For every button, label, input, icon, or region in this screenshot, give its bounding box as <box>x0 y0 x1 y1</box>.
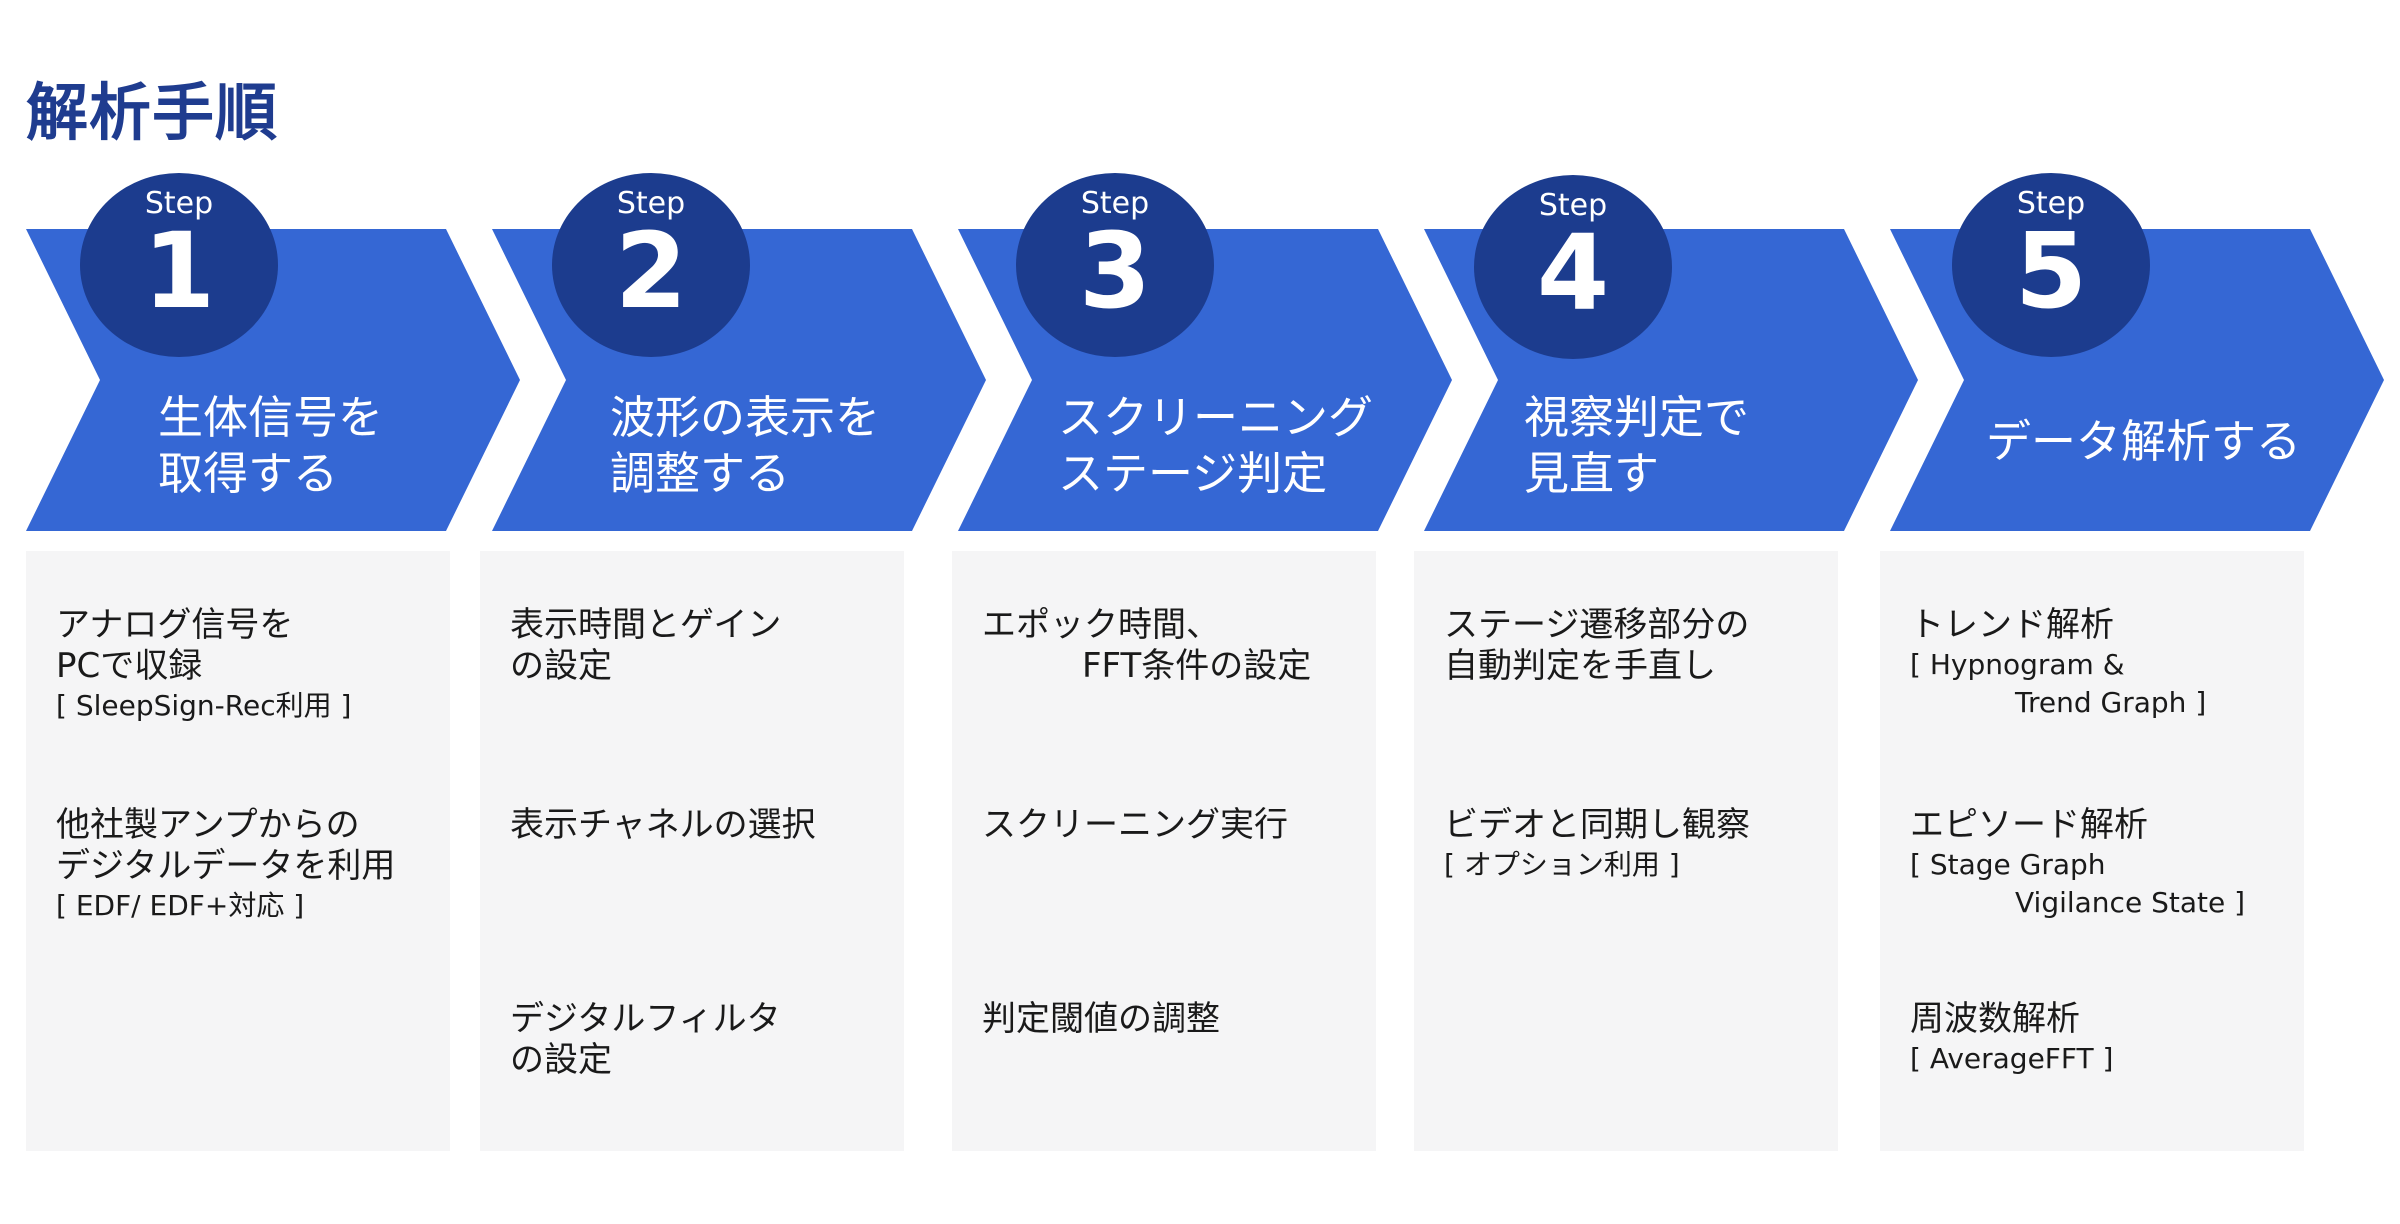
step-3-heading: スクリーニング ステージ判定 <box>1058 390 1373 502</box>
panel-item: デジタルフィルタ の設定 <box>510 999 894 1081</box>
panel-item: 判定閾値の調整 <box>982 999 1366 1040</box>
panel-item: エピソード解析 [ Stage Graph Vigilance State ] <box>1910 805 2294 922</box>
panel-item: トレンド解析 [ Hypnogram & Trend Graph ] <box>1910 605 2294 722</box>
panel-item: 他社製アンプからの デジタルデータを利用 [ EDF/ EDF+対応 ] <box>56 805 440 925</box>
item-line: 自動判定を手直し <box>1444 646 1716 686</box>
heading-line: 生体信号を <box>158 391 384 444</box>
panel-item: スクリーニング実行 <box>982 805 1366 846</box>
item-note: [ オプション利用 ] <box>1444 848 1680 881</box>
panel-item: ビデオと同期し観察 [ オプション利用 ] <box>1444 805 1828 884</box>
heading-line: 調整する <box>610 447 791 500</box>
step-label: Step <box>1538 188 1608 223</box>
step-number: 4 <box>1536 212 1610 334</box>
panel-item: エポック時間、 FFT条件の設定 <box>982 605 1366 687</box>
item-note: Vigilance State ] <box>2015 886 2246 919</box>
step-label: Step <box>2016 186 2086 221</box>
step-2-badge: Step 2 <box>552 173 750 357</box>
item-line: の設定 <box>510 1040 612 1080</box>
item-line: 他社製アンプからの <box>56 805 360 845</box>
item-line: エピソード解析 <box>1910 805 2148 845</box>
panel-item: 表示チャネルの選択 <box>510 805 894 846</box>
step-1-heading: 生体信号を 取得する <box>158 390 383 502</box>
heading-line: スクリーニング <box>1058 391 1374 444</box>
item-note: [ Hypnogram & <box>1910 648 2125 681</box>
step-label: Step <box>144 186 214 221</box>
step-4-badge: Step 4 <box>1474 175 1672 359</box>
item-note: Trend Graph ] <box>2015 686 2207 719</box>
item-line: 表示チャネルの選択 <box>510 805 816 845</box>
item-note: [ SleepSign-Rec利用 ] <box>56 689 352 722</box>
item-line: デジタルデータを利用 <box>56 846 396 886</box>
step-number: 1 <box>142 210 216 332</box>
item-line: の設定 <box>510 646 612 686</box>
panel-item: ステージ遷移部分の 自動判定を手直し <box>1444 605 1828 687</box>
heading-line: データ解析する <box>1986 415 2302 468</box>
item-line: トレンド解析 <box>1910 605 2114 645</box>
item-line: PCで収録 <box>56 646 203 686</box>
step-number: 2 <box>614 210 688 332</box>
step-5-heading: データ解析する <box>1986 414 2301 470</box>
item-line: ビデオと同期し観察 <box>1444 805 1750 845</box>
item-line: アナログ信号を <box>56 605 294 645</box>
step-3-badge: Step 3 <box>1016 173 1214 357</box>
panel-item: アナログ信号を PCで収録 [ SleepSign-Rec利用 ] <box>56 605 440 725</box>
step-label: Step <box>616 186 686 221</box>
step-5-badge: Step 5 <box>1952 173 2150 357</box>
heading-line: 見直す <box>1524 447 1660 500</box>
step-3-panel: エポック時間、 FFT条件の設定 スクリーニング実行 判定閾値の調整 <box>952 551 1376 1151</box>
step-5-panel: トレンド解析 [ Hypnogram & Trend Graph ] エピソード… <box>1880 551 2304 1151</box>
step-1-badge: Step 1 <box>80 173 278 357</box>
item-line: デジタルフィルタ <box>510 999 781 1039</box>
item-line: 表示時間とゲイン <box>510 605 782 645</box>
item-note: [ AverageFFT ] <box>1910 1042 2114 1075</box>
item-line: FFT条件の設定 <box>1082 646 1312 686</box>
item-line: 周波数解析 <box>1910 999 2080 1039</box>
item-line: ステージ遷移部分の <box>1444 605 1750 645</box>
page-title: 解析手順 <box>26 76 279 149</box>
heading-line: 波形の表示を <box>610 391 881 444</box>
step-1-panel: アナログ信号を PCで収録 [ SleepSign-Rec利用 ] 他社製アンプ… <box>26 551 450 1151</box>
step-4-heading: 視察判定で 見直す <box>1524 390 1749 502</box>
item-line: 判定閾値の調整 <box>982 999 1220 1039</box>
panel-item: 周波数解析 [ AverageFFT ] <box>1910 999 2294 1078</box>
panel-item: 表示時間とゲイン の設定 <box>510 605 894 687</box>
item-line: スクリーニング実行 <box>982 805 1288 845</box>
item-note: [ Stage Graph <box>1910 848 2106 881</box>
step-4-panel: ステージ遷移部分の 自動判定を手直し ビデオと同期し観察 [ オプション利用 ] <box>1414 551 1838 1151</box>
heading-line: ステージ判定 <box>1058 447 1328 500</box>
step-label: Step <box>1080 186 1150 221</box>
step-2-heading: 波形の表示を 調整する <box>610 390 880 502</box>
heading-line: 取得する <box>158 447 339 500</box>
step-2-panel: 表示時間とゲイン の設定 表示チャネルの選択 デジタルフィルタ の設定 <box>480 551 904 1151</box>
heading-line: 視察判定で <box>1524 391 1750 444</box>
step-number: 5 <box>2014 210 2088 332</box>
step-number: 3 <box>1078 210 1152 332</box>
item-note: [ EDF/ EDF+対応 ] <box>56 889 305 922</box>
item-line: エポック時間、 <box>982 605 1220 645</box>
